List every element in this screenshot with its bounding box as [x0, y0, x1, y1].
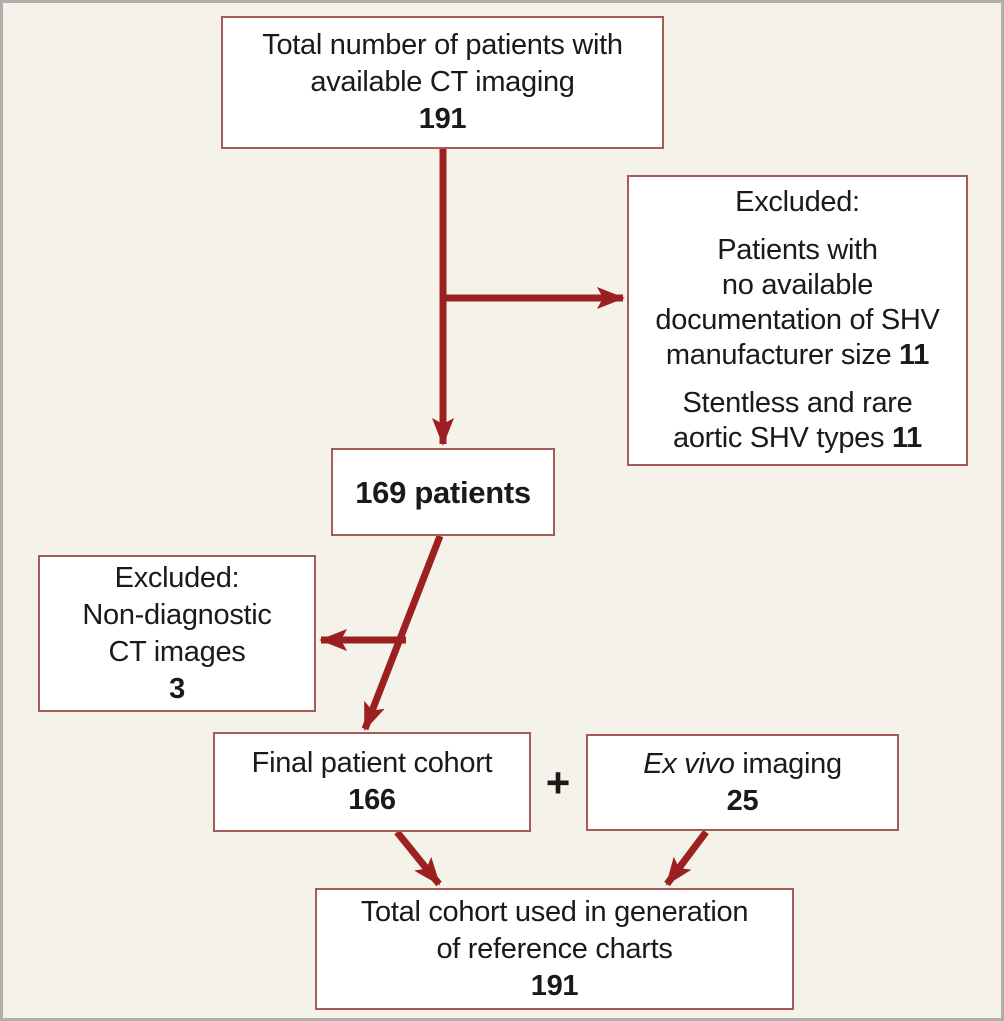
patient-count: 166: [348, 784, 396, 816]
patient-count: 25: [726, 784, 759, 817]
box-text-line: documentation of SHV: [655, 304, 940, 336]
excluded-count: 3: [169, 672, 185, 705]
box-text-line: Final patient cohort: [251, 747, 493, 779]
excluded-count: 11: [899, 339, 930, 371]
excluded-count: 11: [891, 422, 922, 454]
patient-count: 191: [418, 103, 467, 135]
box-text-line: no available: [721, 269, 874, 301]
box-text-line: available CT imaging: [310, 66, 575, 98]
plus-operator: +: [545, 758, 571, 806]
box-text-line: Total cohort used in generation: [360, 895, 749, 928]
box-total-patients-ct: Total number of patients with available …: [221, 16, 664, 149]
arrow-exvivo-to-total: [664, 829, 709, 887]
box-total-cohort-reference: Total cohort used in generation of refer…: [315, 888, 794, 1010]
arrow-final-to-total: [394, 829, 442, 887]
box-text-line: aortic SHV types 11: [673, 422, 922, 454]
box-text-line: Ex vivo imaging: [643, 747, 842, 780]
excluded-title: Excluded:: [735, 186, 860, 218]
excluded-title: Excluded:: [114, 561, 240, 594]
box-excluded-nondiagnostic: Excluded: Non-diagnostic CT images 3: [38, 555, 316, 712]
box-text-line: Stentless and rare: [682, 387, 913, 419]
arrow-169-to-final: [361, 534, 444, 731]
box-text-line: manufacturer size 11: [665, 339, 930, 371]
box-ex-vivo-imaging: Ex vivo imaging 25: [586, 734, 899, 831]
box-text-line: CT images: [108, 635, 246, 668]
box-169-patients: 169 patients: [331, 448, 555, 536]
box-text-line: Patients with: [717, 234, 878, 266]
box-text-line: of reference charts: [436, 932, 673, 965]
box-text-line: 169 patients: [355, 474, 531, 510]
box-excluded-shv: Excluded: Patients with no available doc…: [627, 175, 968, 466]
box-text-line: Total number of patients with: [262, 29, 623, 61]
box-text-line: Non-diagnostic: [82, 598, 272, 631]
box-final-patient-cohort: Final patient cohort 166: [213, 732, 531, 832]
patient-count: 191: [530, 969, 579, 1002]
